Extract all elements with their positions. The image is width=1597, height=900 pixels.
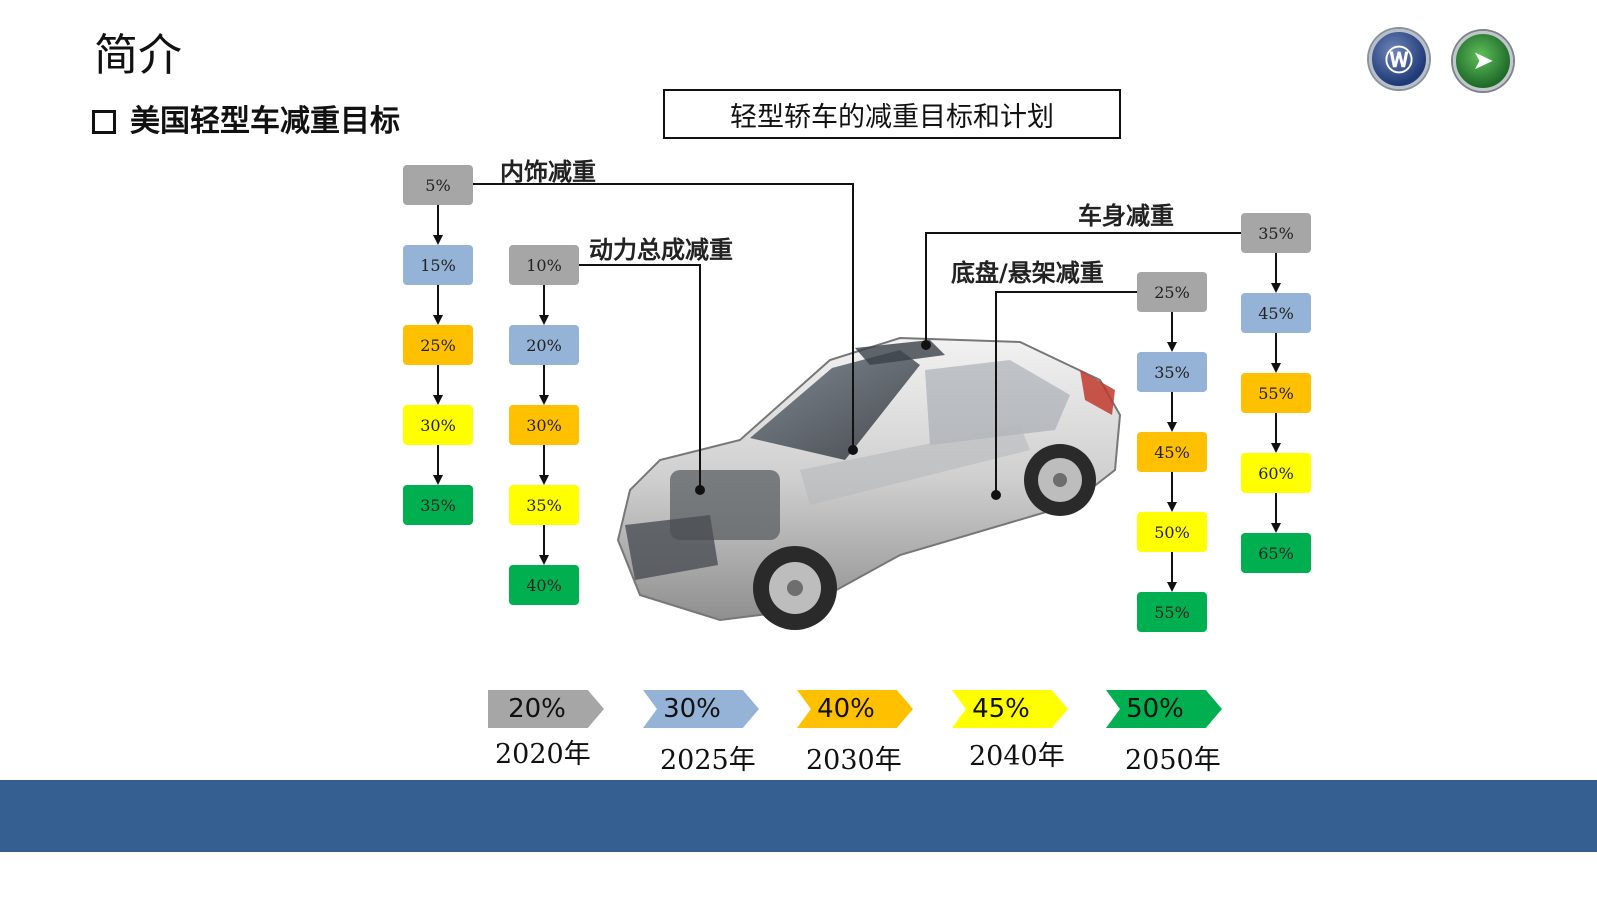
timeline-year-2030: 2030年 <box>806 745 902 776</box>
body-step-1: 35% <box>1241 213 1311 253</box>
powertrain-step-4: 35% <box>509 485 579 525</box>
body-connector <box>925 232 1241 345</box>
column-2-arrowhead-4 <box>539 555 549 565</box>
timeline-year-2020: 2020年 <box>495 739 591 770</box>
interior-step-5: 35% <box>403 485 473 525</box>
chassis-pointer-dot <box>991 490 1001 500</box>
chassis-step-5: 55% <box>1137 592 1207 632</box>
section-heading: 美国轻型车减重目标 <box>92 102 400 142</box>
interior-step-1: 5% <box>403 165 473 205</box>
column-4-arrowhead-1 <box>1271 283 1281 293</box>
interior-pointer-dot <box>848 445 858 455</box>
body-step-3: 55% <box>1241 373 1311 413</box>
column-4-arrowhead-4 <box>1271 523 1281 533</box>
skoda-logo: ➤ <box>1453 31 1513 91</box>
vw-logo-icon: Ⓦ <box>1384 44 1413 77</box>
column-1-arrowhead-3 <box>433 395 443 405</box>
column-3-arrowhead-2 <box>1167 422 1177 432</box>
chassis-step-1: 25% <box>1137 272 1207 312</box>
category-label-body: 车身减重 <box>1078 202 1174 230</box>
body-step-4: 60% <box>1241 453 1311 493</box>
chassis-step-2: 35% <box>1137 352 1207 392</box>
body-step-2: 45% <box>1241 293 1311 333</box>
timeline-chevron-2020: 20% <box>488 690 604 728</box>
column-3-arrowhead-1 <box>1167 342 1177 352</box>
column-3-arrowhead-3 <box>1167 502 1177 512</box>
category-label-chassis: 底盘/悬架减重 <box>951 259 1104 287</box>
column-2-arrowhead-3 <box>539 475 549 485</box>
timeline-chevron-2050: 50% <box>1106 690 1222 728</box>
powertrain-pointer-dot <box>695 485 705 495</box>
body-pointer-dot <box>921 340 931 350</box>
plan-title-box: 轻型轿车的减重目标和计划 <box>663 89 1121 139</box>
column-1-arrowhead-1 <box>433 235 443 245</box>
column-4-arrowhead-3 <box>1271 443 1281 453</box>
timeline-chevron-2030: 40% <box>797 690 913 728</box>
category-label-interior: 内饰减重 <box>500 158 596 186</box>
skoda-arrow-icon: ➤ <box>1472 46 1494 76</box>
body-step-5: 65% <box>1241 533 1311 573</box>
chassis-step-3: 45% <box>1137 432 1207 472</box>
timeline-chevron-2040: 45% <box>952 690 1068 728</box>
timeline-year-2025: 2025年 <box>660 745 756 776</box>
car-illustration <box>616 336 1122 630</box>
column-3-arrowhead-4 <box>1167 582 1177 592</box>
vw-logo: Ⓦ <box>1369 29 1429 89</box>
interior-step-3: 25% <box>403 325 473 365</box>
powertrain-step-2: 20% <box>509 325 579 365</box>
timeline-chevron-2025: 30% <box>643 690 759 728</box>
footer-bar <box>0 780 1597 852</box>
page-title: 简介 <box>94 30 182 81</box>
category-label-powertrain: 动力总成减重 <box>589 236 733 264</box>
column-arrows <box>433 205 1281 592</box>
column-2-arrowhead-2 <box>539 395 549 405</box>
interior-step-4: 30% <box>403 405 473 445</box>
column-1-arrowhead-2 <box>433 315 443 325</box>
powertrain-connector <box>579 264 701 490</box>
powertrain-step-5: 40% <box>509 565 579 605</box>
column-2-arrowhead-1 <box>539 315 549 325</box>
section-heading-text: 美国轻型车减重目标 <box>130 104 400 139</box>
column-4-arrowhead-2 <box>1271 363 1281 373</box>
chassis-connector <box>995 291 1137 495</box>
column-1-arrowhead-4 <box>433 475 443 485</box>
powertrain-step-3: 30% <box>509 405 579 445</box>
timeline-year-2050: 2050年 <box>1125 745 1221 776</box>
powertrain-step-1: 10% <box>509 245 579 285</box>
chassis-step-4: 50% <box>1137 512 1207 552</box>
square-bullet-icon <box>92 110 116 134</box>
interior-connector <box>473 183 854 450</box>
interior-step-2: 15% <box>403 245 473 285</box>
timeline-year-2040: 2040年 <box>969 741 1065 772</box>
